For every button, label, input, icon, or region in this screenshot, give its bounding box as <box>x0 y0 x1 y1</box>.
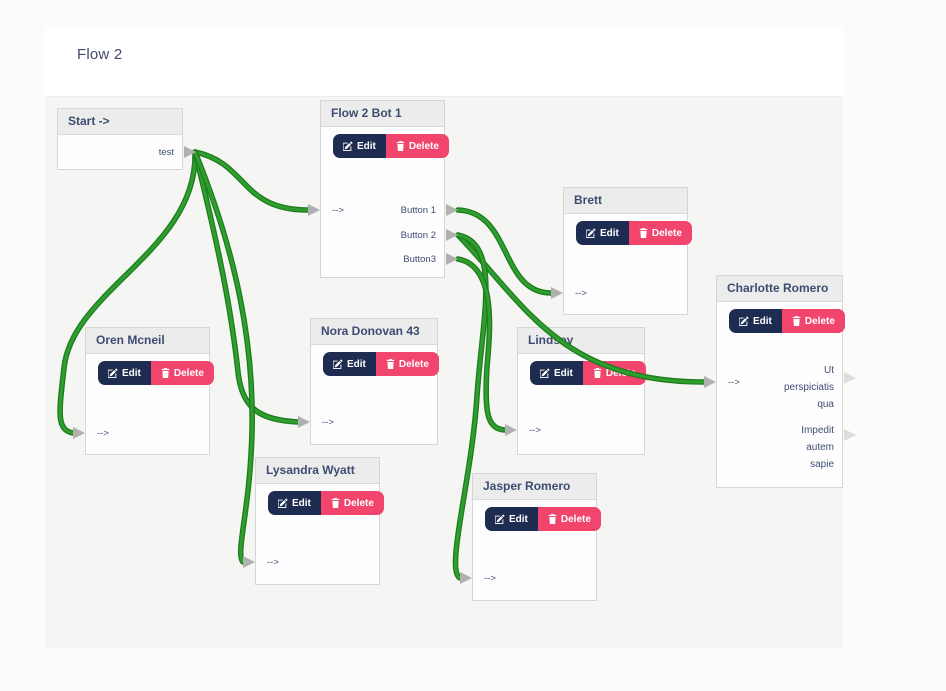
pencil-square-icon <box>586 228 596 238</box>
port-label-start-test: test <box>158 147 174 158</box>
delete-button-label: Delete <box>173 367 204 379</box>
edit-button-label: Edit <box>753 315 772 327</box>
node-start[interactable]: Start -> test <box>57 108 183 170</box>
delete-button[interactable]: Delete <box>320 491 384 515</box>
edit-button[interactable]: Edit <box>98 361 151 385</box>
node-title: Oren Mcneil <box>86 328 209 354</box>
edit-button-label: Edit <box>357 140 376 152</box>
edit-button-label: Edit <box>554 367 573 379</box>
port-label-brett-in: --> <box>575 288 587 299</box>
node-actions: Edit Delete <box>98 361 214 385</box>
node-actions: Edit Delete <box>576 221 692 245</box>
delete-button-label: Delete <box>560 513 591 525</box>
port-label-oren-in: --> <box>97 428 109 439</box>
port-label-bot1-in: --> <box>332 205 344 216</box>
flow-title: Flow 2 <box>77 46 123 63</box>
node-title: Jasper Romero <box>473 474 596 500</box>
edit-button[interactable]: Edit <box>530 361 583 385</box>
trash-icon <box>396 141 405 151</box>
port-label-nora-in: --> <box>322 417 334 428</box>
delete-button[interactable]: Delete <box>582 361 646 385</box>
edit-button[interactable]: Edit <box>333 134 386 158</box>
trash-icon <box>548 514 557 524</box>
edit-button[interactable]: Edit <box>485 507 538 531</box>
delete-button[interactable]: Delete <box>375 352 439 376</box>
port-label-jasper-in: --> <box>484 573 496 584</box>
edit-button-label: Edit <box>292 497 311 509</box>
port-label-bot1-b1: Button 1 <box>400 205 436 216</box>
delete-button[interactable]: Delete <box>537 507 601 531</box>
port-label-charlotte-in: --> <box>728 377 740 388</box>
pencil-square-icon <box>540 368 550 378</box>
port-label-lysandra-in: --> <box>267 557 279 568</box>
node-title: Brett <box>564 188 687 214</box>
node-title: Charlotte Romero <box>717 276 842 302</box>
delete-button[interactable]: Delete <box>628 221 692 245</box>
edit-button-label: Edit <box>347 358 366 370</box>
node-title: Flow 2 Bot 1 <box>321 101 444 127</box>
delete-button[interactable]: Delete <box>385 134 449 158</box>
port-label-lindsey-in: --> <box>529 425 541 436</box>
delete-button[interactable]: Delete <box>150 361 214 385</box>
node-title: Start -> <box>58 109 182 135</box>
node-title: Lindsey <box>518 328 644 354</box>
trash-icon <box>792 316 801 326</box>
delete-button-label: Delete <box>804 315 835 327</box>
node-actions: Edit Delete <box>333 134 449 158</box>
trash-icon <box>161 368 170 378</box>
trash-icon <box>386 359 395 369</box>
edit-button-label: Edit <box>509 513 528 525</box>
delete-button-label: Delete <box>343 497 374 509</box>
trash-icon <box>331 498 340 508</box>
port-label-charlotte-out-ut: Ut perspiciatis qua <box>783 365 834 410</box>
port-label-bot1-b2: Button 2 <box>400 230 436 241</box>
trash-icon <box>639 228 648 238</box>
edit-button-label: Edit <box>122 367 141 379</box>
edit-button[interactable]: Edit <box>729 309 782 333</box>
port-label-charlotte-out-impedit: Impedit autem sapie <box>801 425 834 470</box>
edit-button[interactable]: Edit <box>576 221 629 245</box>
edit-button[interactable]: Edit <box>323 352 376 376</box>
node-actions: Edit Delete <box>323 352 439 376</box>
delete-button-label: Delete <box>398 358 429 370</box>
pencil-square-icon <box>333 359 343 369</box>
pencil-square-icon <box>278 498 288 508</box>
pencil-square-icon <box>495 514 505 524</box>
node-title: Nora Donovan 43 <box>311 319 437 345</box>
delete-button-label: Delete <box>651 227 682 239</box>
node-actions: Edit Delete <box>530 361 646 385</box>
pencil-square-icon <box>343 141 353 151</box>
pencil-square-icon <box>108 368 118 378</box>
node-nora[interactable]: Nora Donovan 43 Edit Delete --> <box>310 318 439 445</box>
edit-button[interactable]: Edit <box>268 491 321 515</box>
pencil-square-icon <box>739 316 749 326</box>
node-bot1[interactable]: Flow 2 Bot 1 Edit Delete --> Button 1 Button … <box>320 100 449 278</box>
node-actions: Edit Delete <box>729 309 845 333</box>
node-actions: Edit Delete <box>268 491 384 515</box>
node-title: Lysandra Wyatt <box>256 458 379 484</box>
trash-icon <box>593 368 602 378</box>
delete-button-label: Delete <box>605 367 636 379</box>
delete-button[interactable]: Delete <box>781 309 845 333</box>
port-label-bot1-b3: Button3 <box>403 254 436 265</box>
flow-card-header: Flow 2 <box>45 28 843 97</box>
node-actions: Edit Delete <box>485 507 601 531</box>
delete-button-label: Delete <box>408 140 439 152</box>
edit-button-label: Edit <box>600 227 619 239</box>
